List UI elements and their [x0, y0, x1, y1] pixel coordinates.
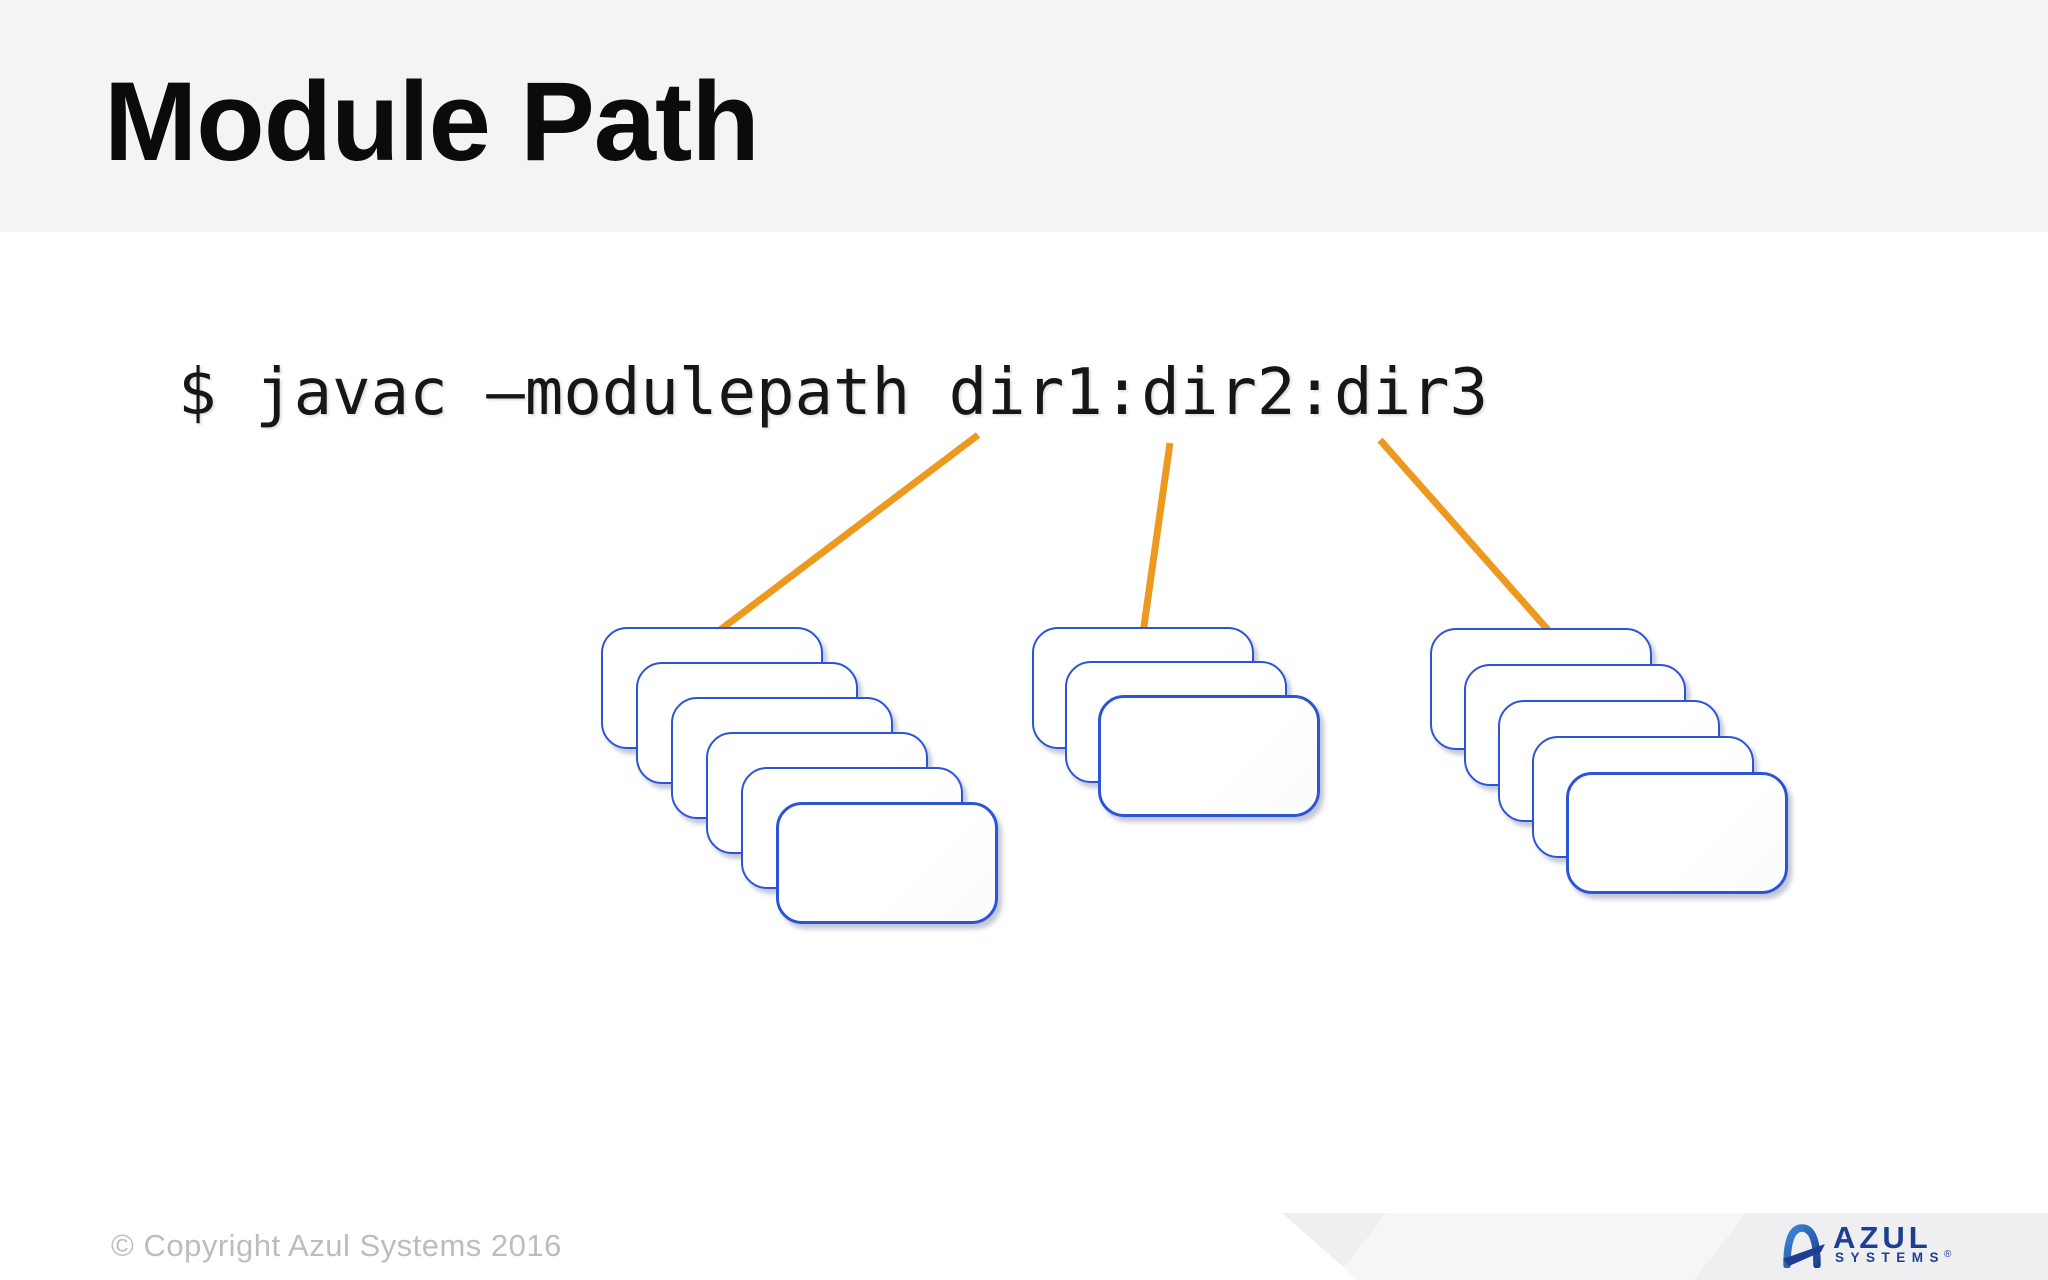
connector-line-dir2 [1139, 442, 1174, 634]
page-title: Module Path [104, 59, 760, 184]
swoosh-highlight [1333, 1213, 1747, 1280]
header-band [0, 0, 2048, 232]
module-card [1098, 695, 1320, 817]
module-card [1566, 772, 1788, 894]
azul-systems-text: SYSTEMS [1835, 1250, 1946, 1265]
azul-arch-icon [1783, 1224, 1825, 1268]
connector-line-dir3 [1377, 437, 1551, 633]
azul-systems-logo: AZUL SYSTEMS ® [1781, 1222, 2011, 1274]
connector-line-dir1 [713, 432, 981, 636]
copyright-text: © Copyright Azul Systems 2016 [111, 1228, 562, 1263]
azul-brand-text: AZUL [1833, 1220, 1932, 1255]
terminal-command-text: $ javac –modulepath dir1:dir2:dir3 [178, 356, 1489, 430]
footer-swoosh-band [1282, 1213, 2048, 1280]
registered-trademark-mark: ® [1944, 1249, 1952, 1260]
module-card [776, 802, 998, 924]
